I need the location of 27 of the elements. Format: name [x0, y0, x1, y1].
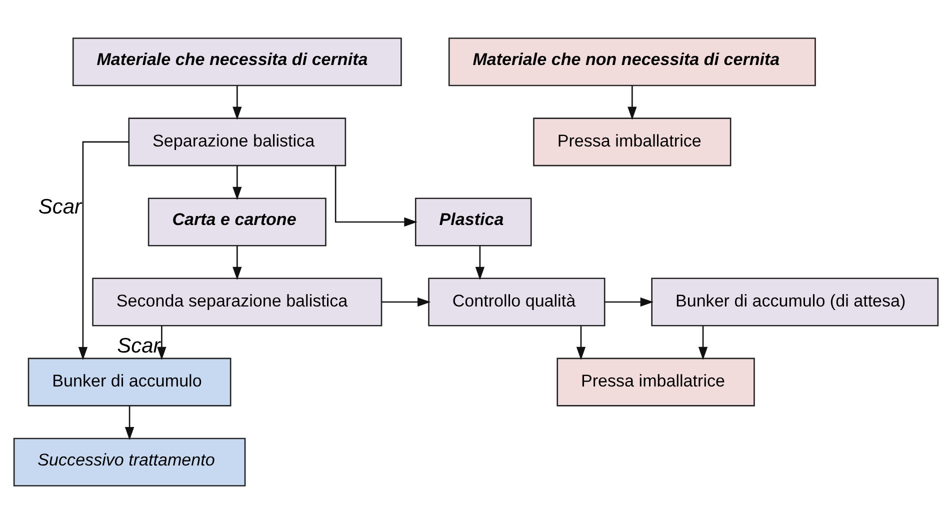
arrow [604, 296, 654, 306]
node-box: Successivo trattamento [13, 437, 246, 486]
node-box: Bunker di accumulo [28, 357, 232, 406]
node-box: Seconda separazione balistica [92, 277, 382, 326]
arrow [382, 296, 431, 306]
arrow [628, 85, 637, 120]
node-box: Carta e cartone [148, 197, 326, 246]
arrow [334, 165, 418, 226]
node-box: Plastica [414, 197, 532, 246]
node-box: Materiale che necessita di cernita [72, 37, 402, 86]
node-box: Controllo qualità [428, 277, 606, 326]
edge-label: Scar [38, 195, 82, 218]
arrow [78, 140, 129, 360]
node-box: Materiale che non necessita di cernita [448, 37, 816, 86]
node-box: Separazione balistica [128, 117, 346, 166]
arrow [576, 326, 586, 360]
node-box: Pressa imballatrice [533, 117, 732, 166]
arrow [124, 406, 134, 440]
arrow [475, 246, 485, 280]
arrow [698, 326, 708, 360]
arrow [232, 165, 242, 200]
node-box: Bunker di accumulo (di attesa) [651, 277, 939, 326]
node-box: Pressa imballatrice [556, 357, 755, 406]
arrow [232, 246, 242, 280]
arrow [232, 85, 242, 120]
arrow [157, 326, 166, 360]
edge-label: Scar [117, 334, 160, 357]
